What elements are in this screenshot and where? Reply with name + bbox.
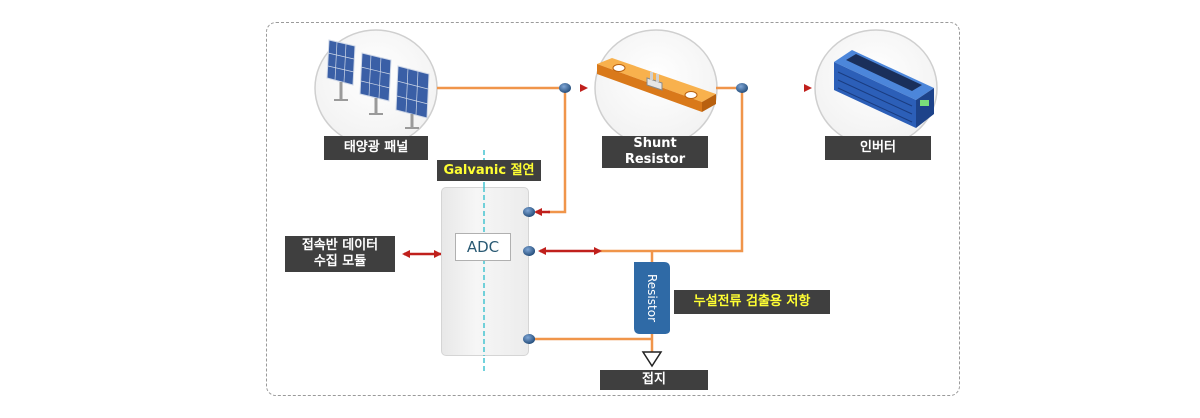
shunt-resistor-label: Shunt Resistor xyxy=(602,136,708,168)
solar-panel-label: 태양광 패널 xyxy=(324,136,428,160)
resistor-label: Resistor xyxy=(635,262,669,334)
leak-resistor-body xyxy=(634,262,670,334)
galvanic-isolation-label: Galvanic 절연 xyxy=(437,160,541,181)
ground-label: 접지 xyxy=(600,370,708,390)
node-shunt-inverter xyxy=(736,83,748,93)
ground-symbol-icon xyxy=(641,351,663,368)
adc-module xyxy=(441,187,529,356)
data-module-label: 접속반 데이터 수집 모듈 xyxy=(285,236,395,272)
inverter-label: 인버터 xyxy=(825,136,931,160)
adc-label: ADC xyxy=(455,233,511,261)
resistor-label-text: Resistor xyxy=(645,274,659,322)
inverter-icon xyxy=(814,29,938,147)
data-module-line1: 접속반 데이터 xyxy=(301,238,379,253)
leak-resistor-label: 누설전류 검출용 저항 xyxy=(674,290,830,314)
shunt-label-line1: Shunt xyxy=(633,136,677,151)
system-boundary xyxy=(266,22,960,396)
node-solar-shunt xyxy=(559,83,571,93)
shunt-resistor-icon xyxy=(594,29,718,147)
data-module-line2: 수집 모듈 xyxy=(313,254,367,269)
shunt-label-line2: Resistor xyxy=(624,152,686,167)
solar-panel-icon xyxy=(314,29,438,147)
